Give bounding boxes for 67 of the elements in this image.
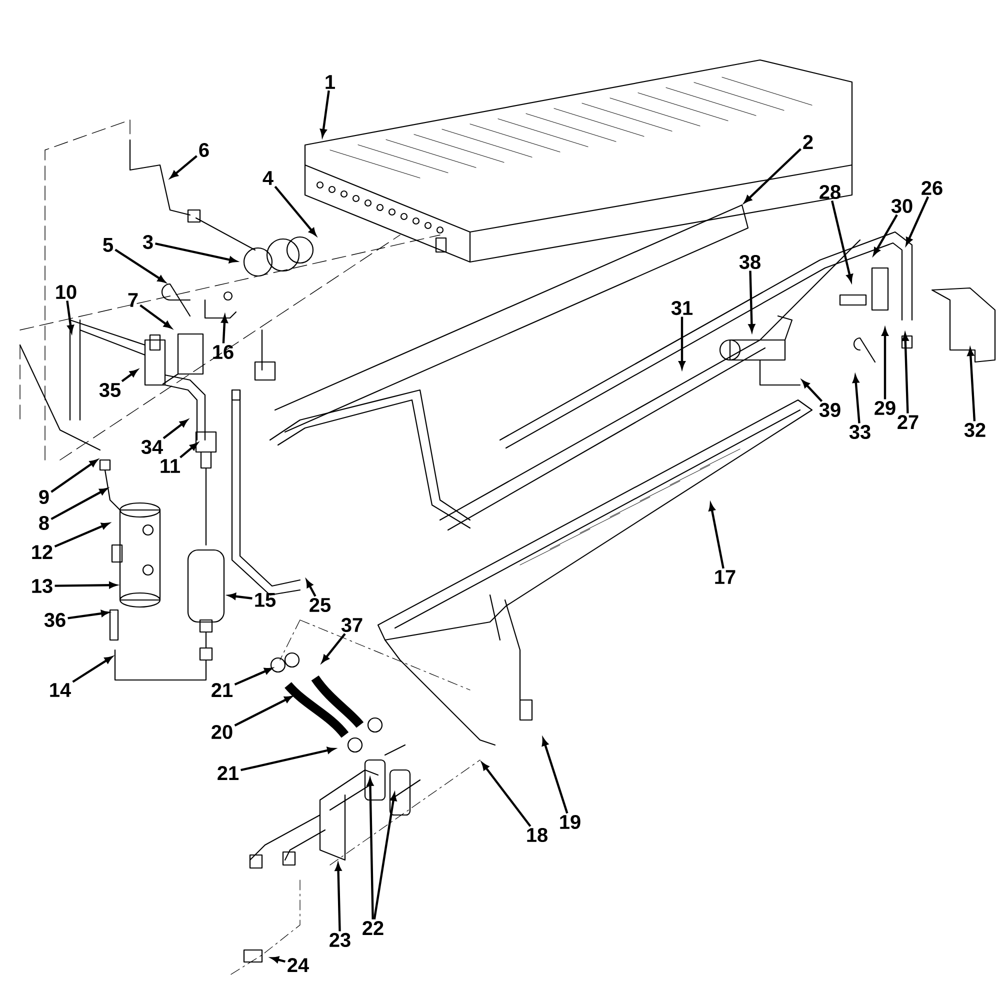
callout-number: 9 [39,490,49,504]
callout-number: 7 [128,293,138,307]
callout-number: 8 [39,516,49,530]
callout-number: 20 [212,724,232,740]
leader-arrow [240,747,335,772]
callout-number: 37 [341,618,362,632]
leader-arrow [906,196,930,245]
callout-number: 23 [330,932,350,948]
leader-arrow [50,460,98,493]
leader-arrow [542,738,568,814]
leader-arrow [72,656,112,683]
leader-arrow [271,956,286,963]
leader-arrow [114,248,166,283]
callout-number: 32 [964,422,986,438]
callout-number: 21 [218,766,239,780]
callout-number: 19 [560,814,580,830]
leader-arrow [140,304,172,328]
leader-arrow [54,522,109,548]
leader-arrow [234,668,272,686]
callout-number: 31 [671,300,693,316]
callout-number: 34 [141,440,163,454]
callout-number: 38 [739,254,760,270]
leader-arrow [306,580,316,597]
callout-number: 17 [715,570,736,584]
callout-number: 21 [212,683,233,697]
leader-arrow [873,214,898,256]
callout-number: 14 [50,683,71,697]
callout-number: 4 [262,171,274,185]
callout-number: 28 [820,184,840,200]
callout-number: 29 [874,400,896,416]
callout-number: 16 [213,344,234,360]
leader-arrow [121,370,138,382]
callout-number: 6 [199,142,209,158]
leader-arrow [162,420,188,440]
callout-number: 36 [44,612,66,628]
callout-number: 3 [142,234,153,250]
callout-number: 1 [326,75,335,89]
callout-number: 33 [849,424,870,440]
callout-number: 24 [288,958,309,972]
callout-number: 30 [891,198,912,214]
callout-number: 13 [32,578,52,594]
leader-arrow [54,582,116,588]
callout-number: 35 [99,382,121,398]
leader-arrow [831,200,853,282]
leader-arrow [802,380,823,402]
callout-number: 39 [819,402,840,418]
leader-arrow [234,696,292,726]
callout-number: 27 [898,415,918,429]
leader-arrow [482,762,532,827]
leader-arrow [274,186,316,236]
leader-arrow [170,155,198,178]
leader-arrow [744,148,802,203]
callout-number: 18 [527,828,548,842]
callout-number: 12 [32,545,52,559]
callout-number: 25 [310,598,331,612]
leader-arrow [50,488,107,520]
leader-arrow [180,442,198,458]
leader-arrow [708,503,724,569]
callout-number: 22 [362,921,384,935]
callout-number: 10 [56,284,76,300]
callout-number: 15 [255,593,276,607]
callout-number: 5 [103,238,113,252]
leader-arrow [155,242,237,264]
callout-number: 26 [922,180,942,196]
callout-number: 11 [160,459,180,473]
callout-number: 2 [803,135,813,149]
leader-arrow [322,633,346,662]
